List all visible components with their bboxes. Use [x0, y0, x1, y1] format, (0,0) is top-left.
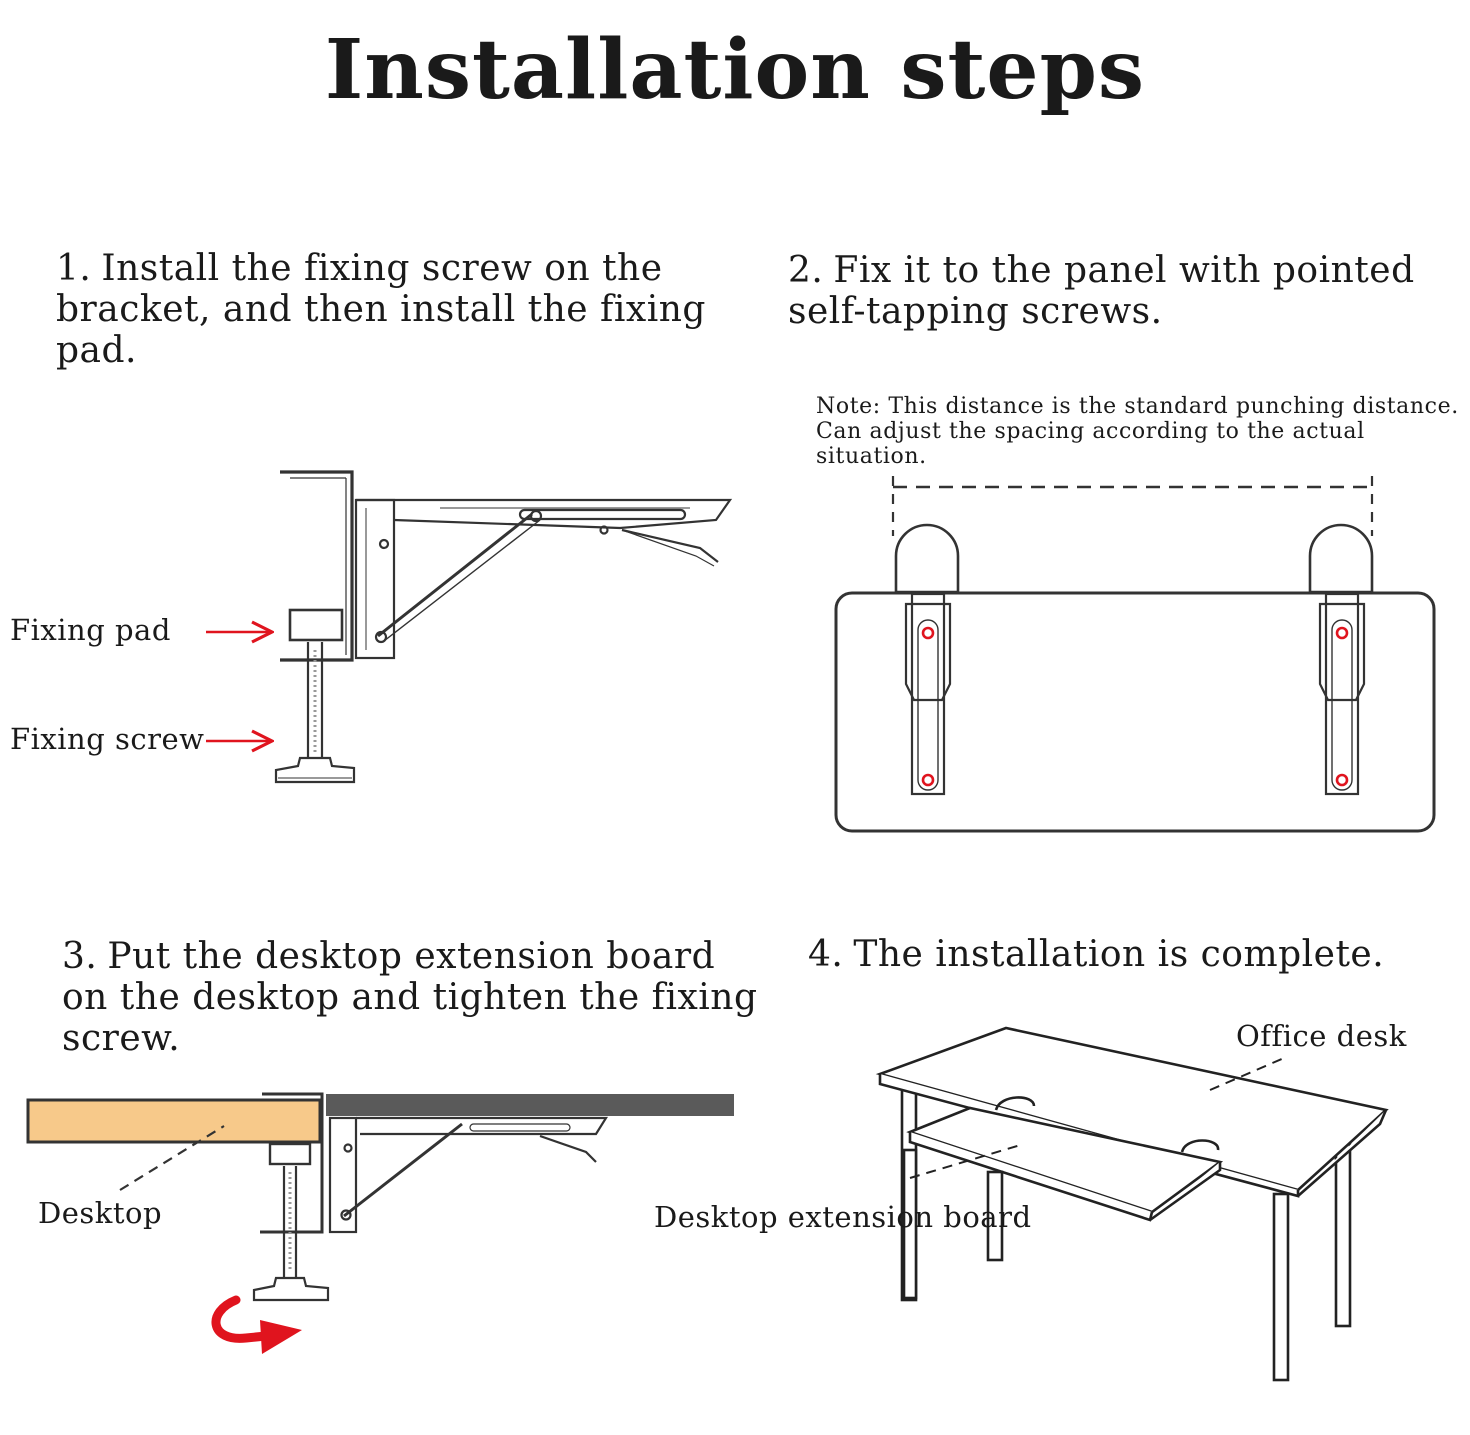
figure-1-bracket	[274, 470, 733, 784]
step-1-line-3: pad.	[56, 330, 137, 371]
step-3-number: 3.	[62, 936, 98, 977]
step-3-text: 3.Put the desktop extension board on the…	[62, 936, 758, 1059]
step-1-line-1: 1.Install the fixing screw on the	[56, 248, 663, 289]
step-2-note: Note: This distance is the standard punc…	[816, 394, 1470, 469]
step-3-line-2: on the desktop and tighten the fixing	[62, 977, 758, 1018]
step-3-line-1: 3.Put the desktop extension board	[62, 936, 716, 977]
step-2-line-1: 2.Fix it to the panel with pointed	[788, 250, 1415, 291]
figure-3-mounted	[26, 1092, 734, 1302]
step-1-number: 1.	[56, 248, 92, 289]
step-2-text: 2.Fix it to the panel with pointed self-…	[788, 250, 1415, 332]
desktop-label: Desktop	[38, 1196, 163, 1230]
left-bracket	[894, 523, 960, 796]
right-bracket	[1308, 523, 1374, 796]
step-1-line-2: bracket, and then install the fixing	[56, 289, 706, 330]
figure-2-panel	[834, 476, 1436, 833]
fixing-screw-label: Fixing screw	[10, 722, 205, 756]
note-line-1: Note: This distance is the standard punc…	[816, 394, 1459, 419]
page-title: Installation steps	[324, 22, 1146, 118]
rotate-arrow-icon	[211, 1295, 302, 1354]
note-line-2: Can adjust the spacing according to the …	[816, 419, 1365, 469]
office-desk-label: Office desk	[1236, 1019, 1407, 1053]
figure-4-desk	[875, 1026, 1389, 1382]
step-2-line-2: self-tapping screws.	[788, 291, 1163, 332]
step-4-line-1: 4.The installation is complete.	[808, 934, 1385, 975]
step-4-number: 4.	[808, 934, 844, 975]
step-3-line-3: screw.	[62, 1018, 181, 1059]
extension-board-label: Desktop extension board	[654, 1200, 1032, 1234]
step-1-text: 1.Install the fixing screw on the bracke…	[56, 248, 706, 371]
step-2-number: 2.	[788, 250, 824, 291]
fixing-pad-label: Fixing pad	[10, 613, 171, 647]
step-4-text: 4.The installation is complete.	[808, 934, 1384, 975]
